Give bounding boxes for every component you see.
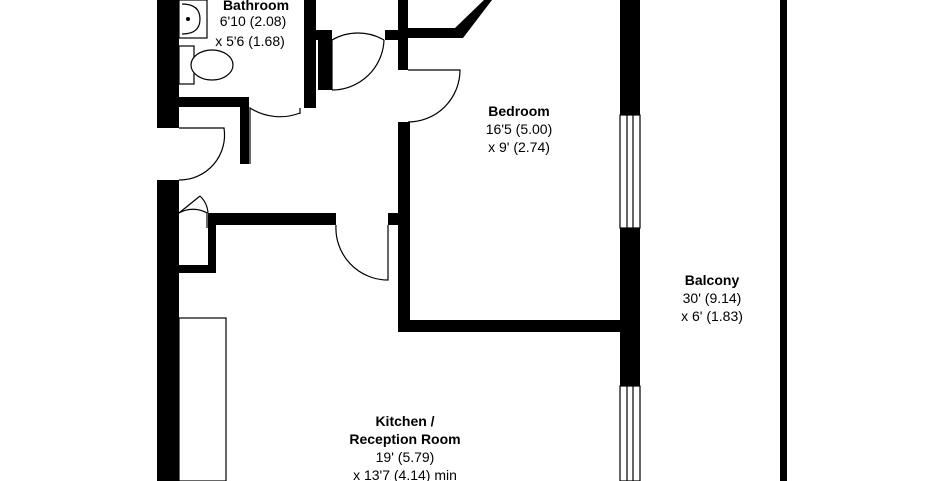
door-kitchen bbox=[335, 224, 389, 281]
room-labels: Bathroom 6'10 (2.08) x 5'6 (1.68) Bedroo… bbox=[215, 0, 743, 481]
wall-bathroom-right bbox=[304, 0, 316, 108]
bathroom-dim2: x 5'6 (1.68) bbox=[215, 33, 285, 49]
windows bbox=[619, 114, 641, 481]
wall-bedroom-door-jamb bbox=[388, 213, 398, 225]
kitchen-name-2: Reception Room bbox=[349, 431, 460, 447]
doors bbox=[178, 32, 461, 281]
toilet-bowl bbox=[190, 49, 234, 81]
wall-right-upper bbox=[620, 0, 640, 115]
wall-hall-bottom bbox=[208, 213, 336, 225]
wall-bedroom-left bbox=[398, 122, 410, 332]
door-bathroom bbox=[249, 106, 301, 164]
door-bedroom bbox=[407, 69, 461, 123]
window-bedroom bbox=[619, 114, 641, 229]
kitchen-name-1: Kitchen / bbox=[375, 413, 434, 429]
kitchen-dim1: 19' (5.79) bbox=[376, 449, 435, 465]
wall-bedroom-bottom bbox=[398, 320, 620, 332]
wall-bathroom-stub bbox=[240, 97, 249, 164]
wall-cupboard-bottom bbox=[179, 265, 216, 273]
wall-bedroom-jamb bbox=[385, 30, 408, 40]
wall-balcony-edge bbox=[780, 0, 787, 481]
wall-right-middle bbox=[620, 228, 640, 386]
bathroom-dim1: 6'10 (2.08) bbox=[220, 13, 287, 29]
wall-left-lower bbox=[157, 180, 179, 481]
wall-bathroom-bottom bbox=[179, 97, 249, 107]
walls bbox=[157, 0, 787, 481]
door-cupboard bbox=[178, 208, 208, 228]
door-entrance bbox=[178, 127, 226, 181]
door-hall-upper bbox=[331, 32, 385, 90]
wall-bedroom-top bbox=[408, 28, 460, 38]
fixtures bbox=[178, 0, 234, 481]
bathroom-name: Bathroom bbox=[223, 0, 289, 13]
bedroom-dim2: x 9' (2.74) bbox=[488, 139, 550, 155]
window-kitchen bbox=[619, 385, 641, 481]
kitchen-dim2: x 13'7 (4.14) min bbox=[353, 467, 457, 481]
balcony-dim2: x 6' (1.83) bbox=[681, 308, 743, 324]
balcony-dim1: 30' (9.14) bbox=[683, 290, 742, 306]
bedroom-dim1: 16'5 (5.00) bbox=[486, 121, 553, 137]
wall-left-upper bbox=[157, 0, 179, 128]
wall-cupboard-right bbox=[208, 213, 216, 273]
balcony-name: Balcony bbox=[685, 272, 740, 288]
wall-bedroom-angle bbox=[455, 0, 492, 38]
wall-hall-post bbox=[318, 30, 332, 90]
kitchen-counter bbox=[178, 317, 227, 481]
bedroom-name: Bedroom bbox=[488, 103, 549, 119]
